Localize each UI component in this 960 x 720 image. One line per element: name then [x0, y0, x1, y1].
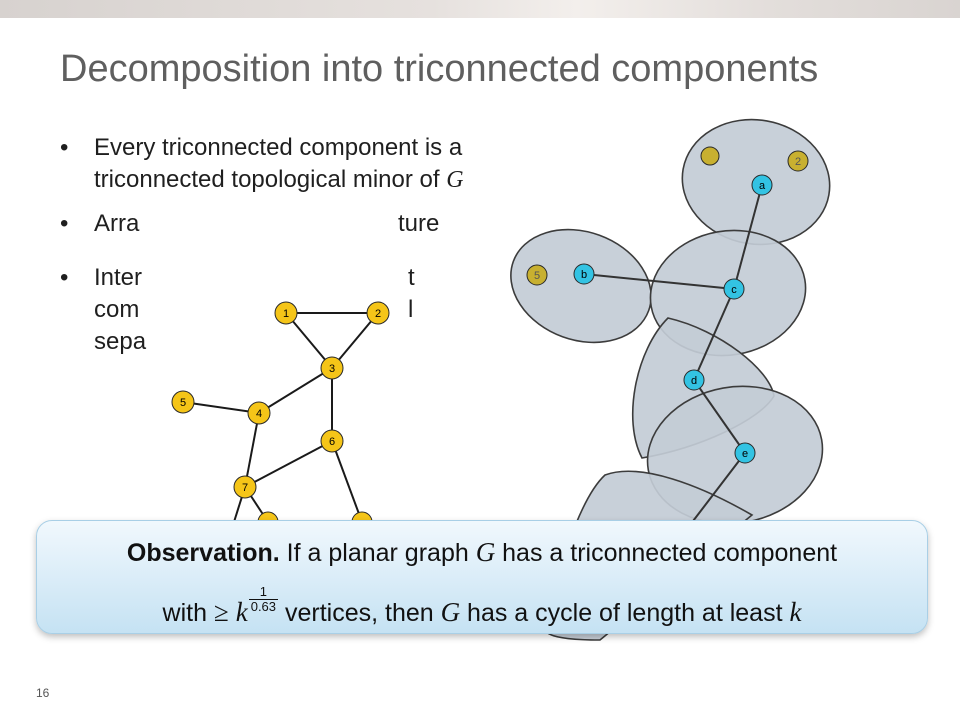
svg-text:1: 1 — [283, 308, 289, 320]
svg-text:c: c — [731, 284, 737, 296]
bullet-item-2: Arra ture — [60, 208, 480, 240]
svg-text:5: 5 — [534, 270, 540, 282]
svg-text:b: b — [581, 269, 587, 281]
exponent-numerator: 1 — [259, 584, 267, 599]
bullet-3-line3: sepa — [94, 328, 147, 355]
bullet-item-1: Every triconnected component is a tricon… — [60, 132, 480, 196]
tree-vertex-a: a — [751, 174, 773, 196]
tree-edges — [583, 184, 763, 526]
graph-vertex-5: 5 — [171, 390, 195, 414]
svg-text:3: 3 — [329, 363, 335, 375]
tree-vertex-b: b — [573, 263, 595, 285]
bullet-3-line2: com — [94, 296, 140, 323]
bullet-item-3: Inter t com l sepa — [60, 262, 480, 358]
observation-line-1: Observation. If a planar graph G has a t… — [37, 537, 927, 568]
graph-vertex-2: 2 — [366, 301, 390, 325]
tree-leaf-partial — [700, 146, 720, 166]
svg-text:7: 7 — [242, 482, 248, 494]
exponent-denominator: 0.63 — [248, 599, 279, 614]
observation-lead: Observation. — [126, 539, 280, 567]
observation-text-2: has a triconnected component — [495, 539, 838, 567]
top-decor-bar — [0, 0, 960, 18]
svg-text:d: d — [691, 375, 697, 387]
graph-vertex-1: 1 — [274, 301, 298, 325]
observation-callout: Observation. If a planar graph G has a t… — [36, 520, 928, 634]
bullet-3-line2-tail: l — [408, 296, 414, 323]
tree-vertices: a b c d e 5 2 — [526, 146, 809, 464]
tree-vertex-e: e — [734, 442, 756, 464]
bullet-1-var: G — [446, 167, 464, 193]
observation-text-3: vertices, then — [278, 599, 441, 627]
observation-text-1: If a planar graph — [279, 539, 476, 567]
tree-leaf-5: 5 — [526, 264, 548, 286]
slide-title: Decomposition into triconnected componen… — [60, 48, 819, 90]
tree-vertex-c: c — [723, 278, 745, 300]
graph-vertex-6: 6 — [320, 429, 344, 453]
svg-text:6: 6 — [329, 436, 335, 448]
graph-vertex-7: 7 — [233, 475, 257, 499]
bullet-2-text: Arra — [94, 210, 140, 237]
bullet-list: Every triconnected component is a tricon… — [60, 132, 480, 370]
svg-text:a: a — [759, 180, 766, 192]
observation-with: with — [162, 599, 214, 627]
bullet-3-line1: Inter — [94, 264, 143, 291]
observation-var-k2: k — [789, 597, 802, 627]
observation-var-k: k — [235, 597, 248, 627]
bullet-3-line1-tail: t — [408, 264, 415, 291]
tree-vertex-d: d — [683, 369, 705, 391]
graph-edges — [182, 312, 379, 523]
graph-vertex-3: 3 — [320, 356, 344, 380]
svg-text:e: e — [742, 448, 748, 460]
observation-text-4: has a cycle of length at least — [460, 599, 790, 627]
observation-var-g2: G — [440, 597, 461, 627]
graph-vertex-4: 4 — [247, 401, 271, 425]
svg-text:2: 2 — [375, 308, 381, 320]
graph-vertices: 1 2 3 4 5 6 7 — [171, 301, 390, 533]
svg-text:2: 2 — [795, 156, 801, 168]
svg-text:5: 5 — [180, 397, 186, 409]
bullet-1-text: Every triconnected component is a tricon… — [94, 134, 463, 193]
svg-text:4: 4 — [256, 408, 262, 420]
bullet-2-tail: ture — [398, 210, 440, 237]
tree-leaf-2: 2 — [787, 150, 809, 172]
blob-b — [510, 228, 652, 344]
page-number: 16 — [36, 686, 50, 700]
observation-geq: ≥ — [213, 597, 229, 627]
observation-var-g: G — [475, 537, 496, 567]
